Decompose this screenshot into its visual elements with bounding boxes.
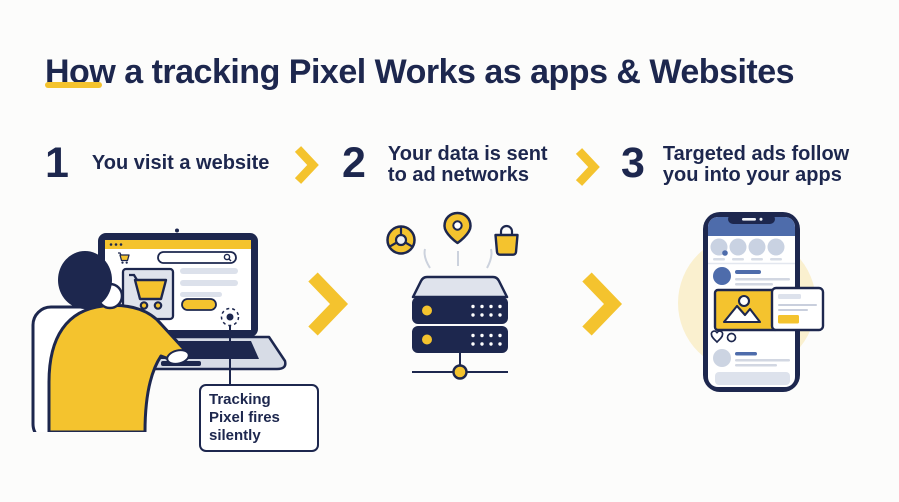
person-hand [166,349,190,365]
title-underline [45,82,102,88]
feed-post [713,349,790,367]
step-3-header: 3 Targeted ads follow you into your apps [621,142,859,186]
person [47,251,190,432]
step-2-header: 2 Your data is sent to ad networks [342,142,556,186]
step-2-number: 2 [342,139,366,187]
server-icon [411,275,509,380]
tracking-pixel-dot [220,307,240,327]
shopping-bag-icon [494,224,519,256]
page-title: How a tracking Pixel Works as apps & Web… [45,52,795,91]
location-pin-icon [443,211,472,245]
person-body [47,303,187,432]
search-bar [157,251,237,264]
ad-button-placeholder [778,315,799,324]
chevron-right-icon [575,148,600,186]
callout-text: Tracking Pixel fires silently [209,391,280,444]
notification-dot [722,250,728,256]
ad-popup-card [770,286,825,332]
search-icon [223,253,231,261]
shopping-cart-icon [118,252,130,264]
browser-bar [105,240,251,249]
content-placeholder [715,372,790,385]
avatar [713,349,731,367]
laptop-scene-illustration [31,228,287,432]
person-hair [58,251,112,309]
cta-button-placeholder [181,298,217,311]
avatar [713,267,731,285]
step-1-number: 1 [45,139,69,187]
step-1-label: You visit a website [91,152,270,174]
step-3-number: 3 [621,139,645,187]
server-scene-illustration [386,211,519,380]
laptop-screen [98,228,258,337]
step-3-label: Targeted ads follow you into your apps [662,143,850,186]
phone-scene-illustration [678,212,825,392]
heart-icon [710,330,724,344]
stories-row [708,238,795,265]
step-1-header: 1 You visit a website [45,142,302,185]
callout-box: Tracking Pixel fires silently [199,384,319,452]
chevron-right-icon [294,146,319,184]
smartphone [703,212,800,392]
chevron-right-icon [308,272,349,336]
ad-image-placeholder-icon [713,288,780,332]
shopping-cart-icon [133,278,168,301]
webcam-dot [175,228,179,233]
browser-icon [386,225,416,255]
network-node-dot [452,364,468,380]
chevron-right-icon [582,272,623,336]
comment-icon [726,332,737,343]
feed-post [713,267,790,286]
signal-lines [423,248,493,269]
page-text-placeholders [180,268,238,311]
step-2-label: Your data is sent to ad networks [387,143,548,186]
like-comment-row [710,330,737,344]
